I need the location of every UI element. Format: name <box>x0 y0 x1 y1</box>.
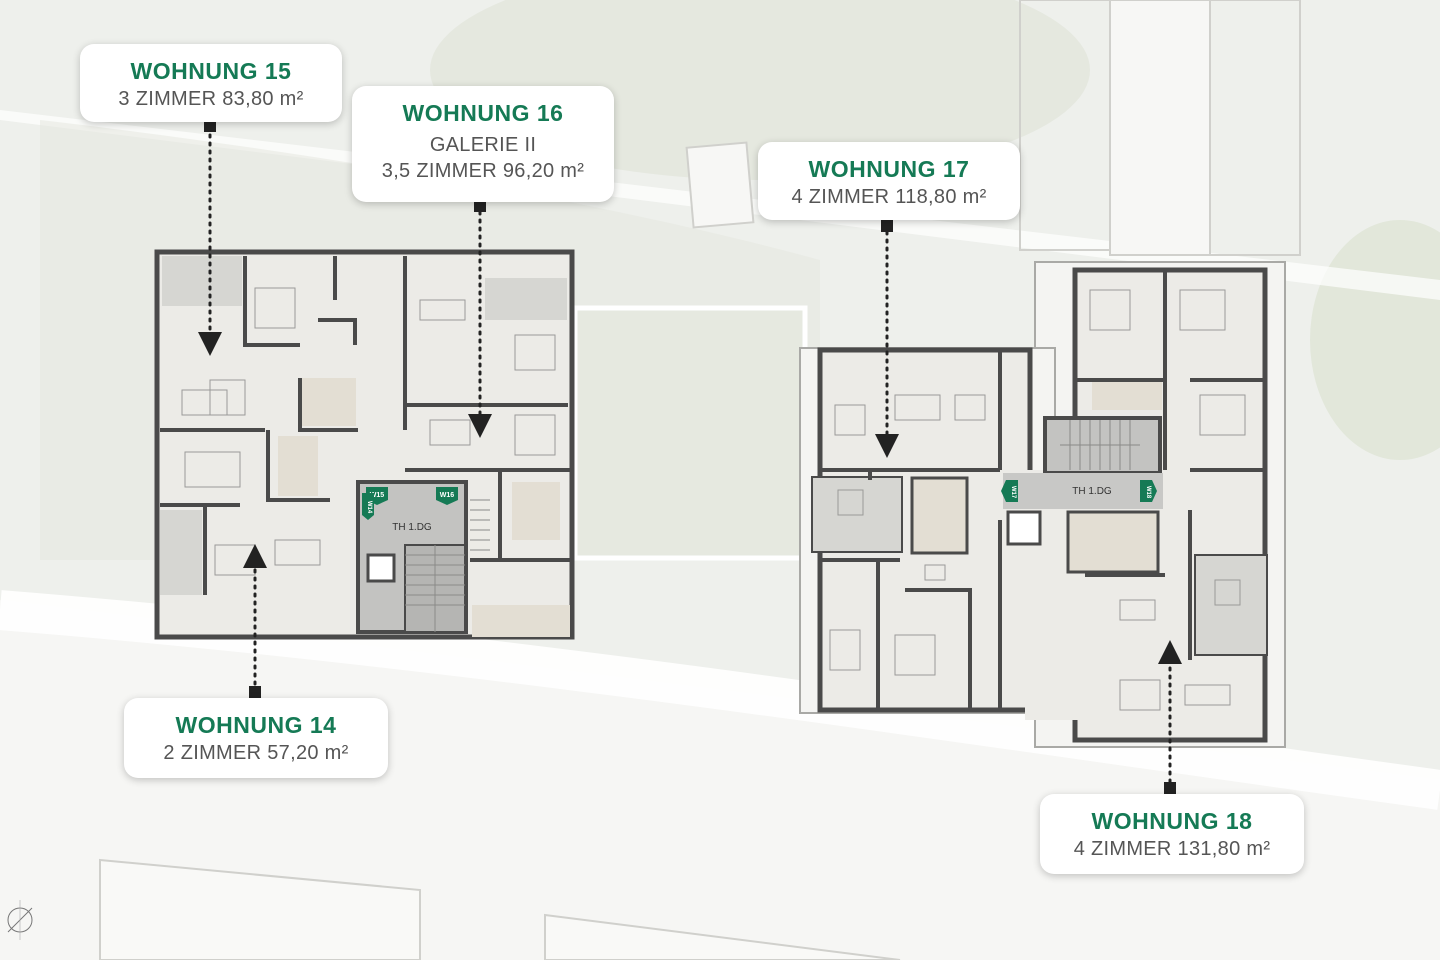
tag-w14: W14 <box>366 501 372 514</box>
callout-wohnung-17[interactable]: WOHNUNG 17 4 ZIMMER 118,80 m² <box>758 142 1020 220</box>
room-w16-terrace <box>472 605 570 637</box>
callout-wohnung-15[interactable]: WOHNUNG 15 3 ZIMMER 83,80 m² <box>80 44 342 122</box>
callout-wohnung-18[interactable]: WOHNUNG 18 4 ZIMMER 131,80 m² <box>1040 794 1304 874</box>
room-w14-balcony <box>160 510 202 595</box>
callout-title: WOHNUNG 18 <box>1091 808 1253 834</box>
room-w15-balcony <box>162 256 242 306</box>
stair-label-left: TH 1.DG <box>392 522 432 533</box>
callout-title: WOHNUNG 14 <box>175 712 337 738</box>
callout-title: WOHNUNG 15 <box>130 58 292 84</box>
room-bath-2 <box>278 436 318 496</box>
callout-detail: GALERIE II <box>429 134 537 156</box>
tag-w14-icon: W14 <box>362 493 374 520</box>
callout-title: WOHNUNG 16 <box>402 100 564 126</box>
room-bath-1 <box>302 378 356 426</box>
callout-title: WOHNUNG 17 <box>808 156 970 182</box>
tag-w18-icon: W18 <box>1140 480 1157 502</box>
leader-anchors <box>204 120 1176 794</box>
callout-wohnung-16[interactable]: WOHNUNG 16 GALERIE II 3,5 ZIMMER 96,20 m… <box>352 86 614 202</box>
tag-w17-icon: W17 <box>1001 480 1018 502</box>
tag-w15: W15 <box>370 492 385 499</box>
tag-w17: W17 <box>1010 486 1016 499</box>
callout-detail: 4 ZIMMER 131,80 m² <box>1073 838 1271 860</box>
stair-label-right: TH 1.DG <box>1072 486 1112 497</box>
corridor-right <box>1003 473 1163 509</box>
neighbouring-buildings <box>99 0 1301 960</box>
room-bath-5 <box>1066 510 1160 574</box>
room-bath-3 <box>512 482 560 540</box>
room-bath-4 <box>910 476 969 555</box>
callout-detail: 3,5 ZIMMER 96,20 m² <box>381 160 585 182</box>
callout-detail: 2 ZIMMER 57,20 m² <box>163 742 349 764</box>
callout-wohnung-14[interactable]: WOHNUNG 14 2 ZIMMER 57,20 m² <box>124 698 388 778</box>
building-right: TH 1.DG W17 W18 <box>799 261 1286 748</box>
building-left: TH 1.DG W15 W14 W16 <box>154 249 575 640</box>
room-w16-balcony <box>485 278 567 320</box>
north-arrow-icon <box>7 900 33 940</box>
tag-w16-icon: W16 <box>436 487 458 505</box>
room-bath-6 <box>1092 380 1162 410</box>
callout-detail: 3 ZIMMER 83,80 m² <box>118 88 304 110</box>
leader-lines <box>198 133 1182 784</box>
callout-detail: 4 ZIMMER 118,80 m² <box>791 186 987 208</box>
tag-w18: W18 <box>1145 486 1151 499</box>
tag-w16: W16 <box>440 492 455 499</box>
